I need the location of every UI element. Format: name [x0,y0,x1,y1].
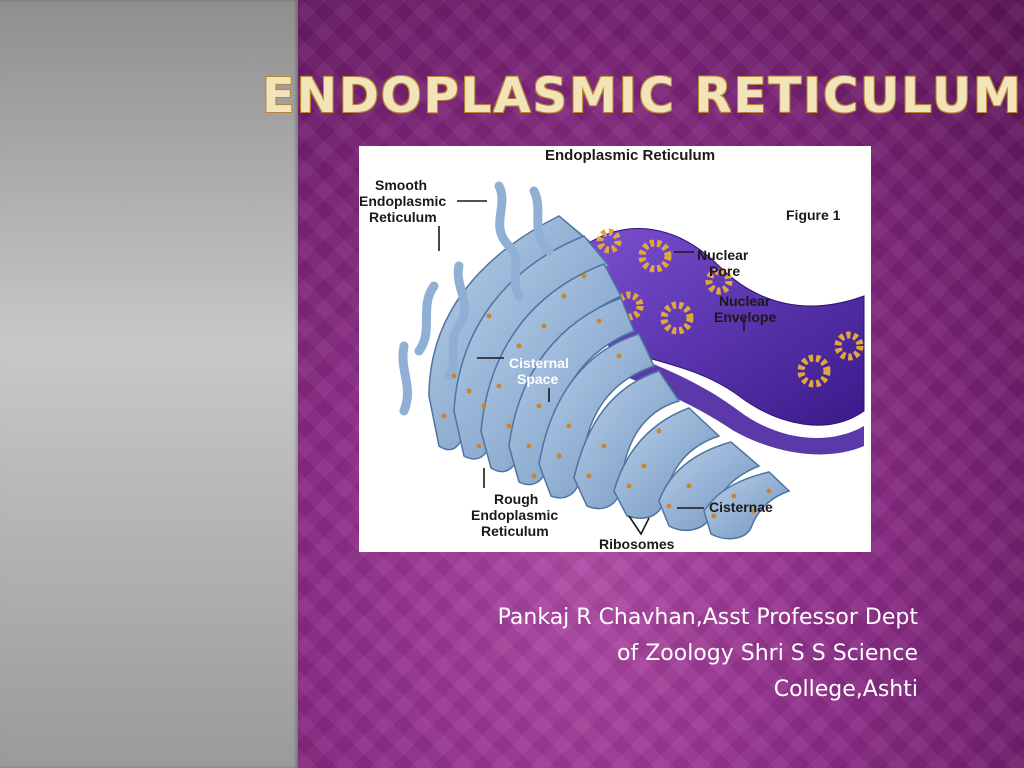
label-nuclear-pore-line2: Pore [709,263,740,279]
label-nuclear-envelope-line2: Envelope [714,309,776,325]
label-rough-er-line1: Rough [494,491,538,507]
label-rough-er-line2: Endoplasmic [471,507,558,523]
label-nuclear-envelope-line1: Nuclear [719,293,771,309]
slide-title: Endoplasmic Reticulum [262,68,1023,124]
author-line-3: College,Ashti [773,677,918,702]
ribosomes-dots [441,273,772,519]
figure-tag: Figure 1 [786,207,841,223]
label-leader-lines [438,200,745,536]
author-line-2: of Zoology Shri S S Science [617,641,918,666]
er-diagram-figure: Endoplasmic Reticulum Figure 1 Smooth En… [359,146,871,552]
label-smooth-line1: Smooth [375,177,427,193]
label-cisternal-space-line2: Space [517,371,558,387]
label-nuclear-pore-line1: Nuclear [697,247,749,263]
author-credit: Pankaj R Chavhan,Asst Professor Dept of … [370,600,918,708]
label-cisternae: Cisternae [709,499,773,515]
figure-heading: Endoplasmic Reticulum [545,147,715,164]
author-line-1: Pankaj R Chavhan,Asst Professor Dept [497,605,918,630]
label-smooth-line3: Reticulum [369,209,437,225]
nuclear-envelope-shape [583,228,865,455]
smooth-er-tubules [398,181,554,416]
label-rough-er-line3: Reticulum [481,523,549,539]
label-ribosomes: Ribosomes [599,536,675,552]
er-diagram-illustration: Endoplasmic Reticulum Figure 1 Smooth En… [359,147,865,552]
label-smooth-line2: Endoplasmic [359,193,446,209]
label-cisternal-space-line1: Cisternal [509,355,569,371]
left-gray-panel [0,0,298,768]
